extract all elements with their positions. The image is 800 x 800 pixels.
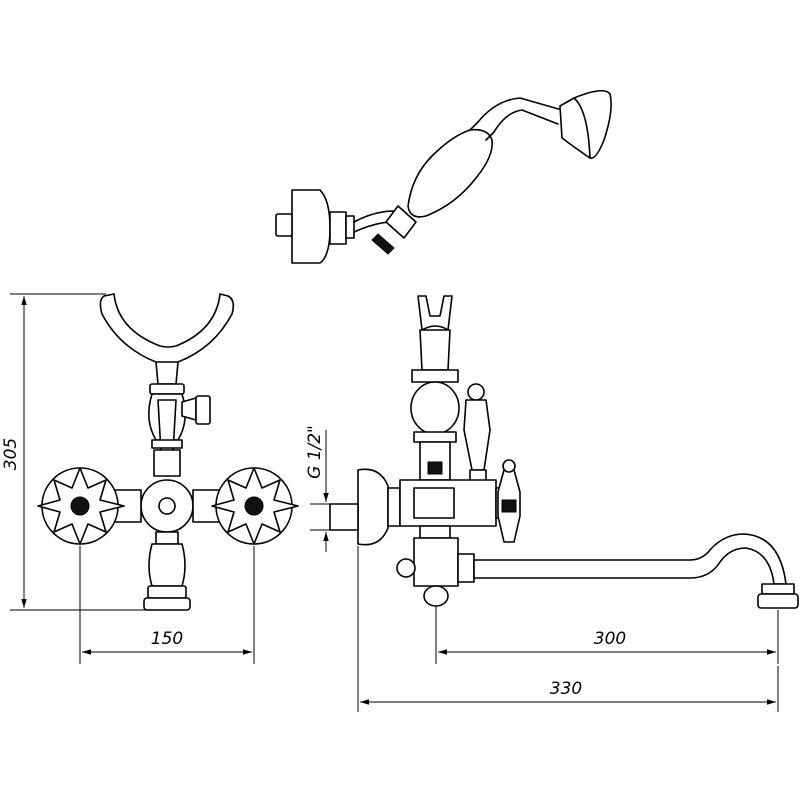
front-view: [37, 293, 299, 611]
wall-flange: [357, 468, 389, 546]
dimension-330: 330: [357, 546, 779, 712]
hose-nut: [385, 205, 417, 239]
dimension-label-330: 330: [550, 679, 582, 699]
shower-handle: [407, 128, 493, 218]
spout: [473, 533, 787, 585]
dimension-300: 300: [435, 606, 779, 664]
side-view: [329, 295, 799, 609]
diverter-knob: [181, 397, 197, 421]
shower-cradle: [99, 293, 235, 363]
shower-neck: [477, 97, 563, 133]
dimension-label-150: 150: [151, 629, 183, 649]
dimension-150: 150: [79, 546, 255, 664]
dimension-thread: G 1/2": [305, 425, 332, 552]
hand-shower: [275, 90, 612, 264]
dimension-label-300: 300: [594, 629, 626, 649]
dimension-label-thread: G 1/2": [305, 425, 325, 479]
wall-bracket: [291, 189, 331, 264]
dimension-label-305: 305: [1, 438, 21, 470]
dimension-305: 305: [1, 293, 146, 611]
